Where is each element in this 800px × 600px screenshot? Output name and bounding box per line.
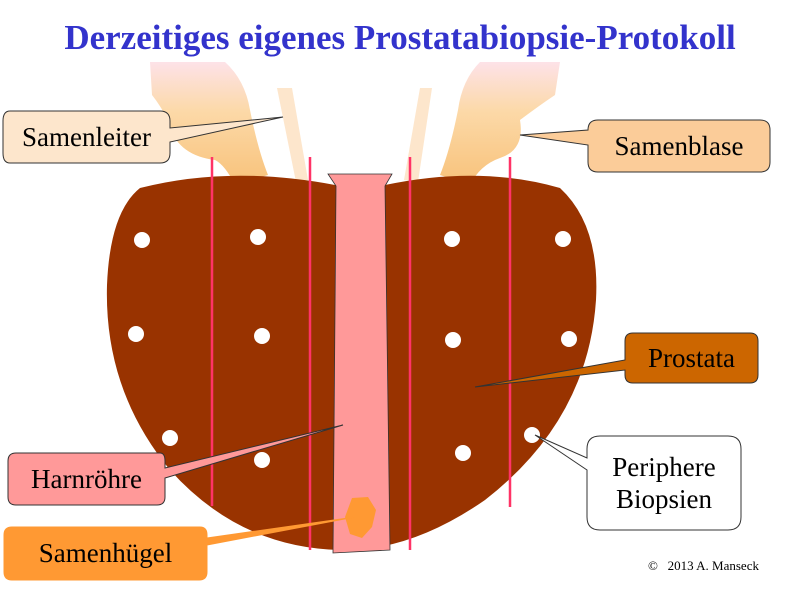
biopsy-points: [128, 229, 577, 468]
urethra: [327, 173, 393, 554]
label-harnroehre: Harnröhre: [31, 463, 142, 494]
seminal-vesicle-left: [150, 62, 268, 185]
biopsy-point: [134, 232, 150, 248]
callout-samenhuegel: [3, 516, 356, 581]
label-samenleiter: Samenleiter: [22, 121, 151, 152]
biopsy-point: [254, 328, 270, 344]
callout-samenblase: [519, 119, 771, 173]
biopsy-point: [444, 231, 460, 247]
biopsy-point: [555, 231, 571, 247]
label-periphere-biopsien: Periphere Biopsien: [587, 436, 741, 530]
callout-harnroehre: [7, 424, 344, 506]
vas-deferens-left: [277, 88, 308, 182]
seminal-vesicle-right: [440, 62, 560, 185]
callout-periphere-biopsien: [534, 434, 742, 531]
biopsy-point: [254, 452, 270, 468]
label-samenhuegel: Samenhügel: [38, 538, 173, 569]
biopsy-point: [250, 229, 266, 245]
biopsy-point: [455, 445, 471, 461]
label-periphere-line2: Biopsien: [615, 484, 712, 514]
slide-title: Derzeitiges eigenes Prostatabiopsie-Prot…: [64, 18, 736, 57]
callout-samenleiter: [2, 110, 284, 164]
label-periphere-line1: Periphere: [612, 451, 716, 482]
vas-deferens-right: [404, 88, 432, 182]
label-samenblase: Samenblase: [614, 130, 744, 161]
biopsy-point: [524, 427, 540, 443]
biopsy-point: [561, 331, 577, 347]
biopsy-point: [128, 326, 144, 342]
callout-prostata: [474, 332, 759, 388]
verumontanum: [345, 497, 376, 538]
label-prostata: Prostata: [648, 342, 735, 373]
biopsy-point: [445, 332, 461, 348]
copyright: © 2013 A. Manseck: [648, 558, 759, 573]
biopsy-needles: [210, 157, 512, 550]
biopsy-point: [162, 430, 178, 446]
